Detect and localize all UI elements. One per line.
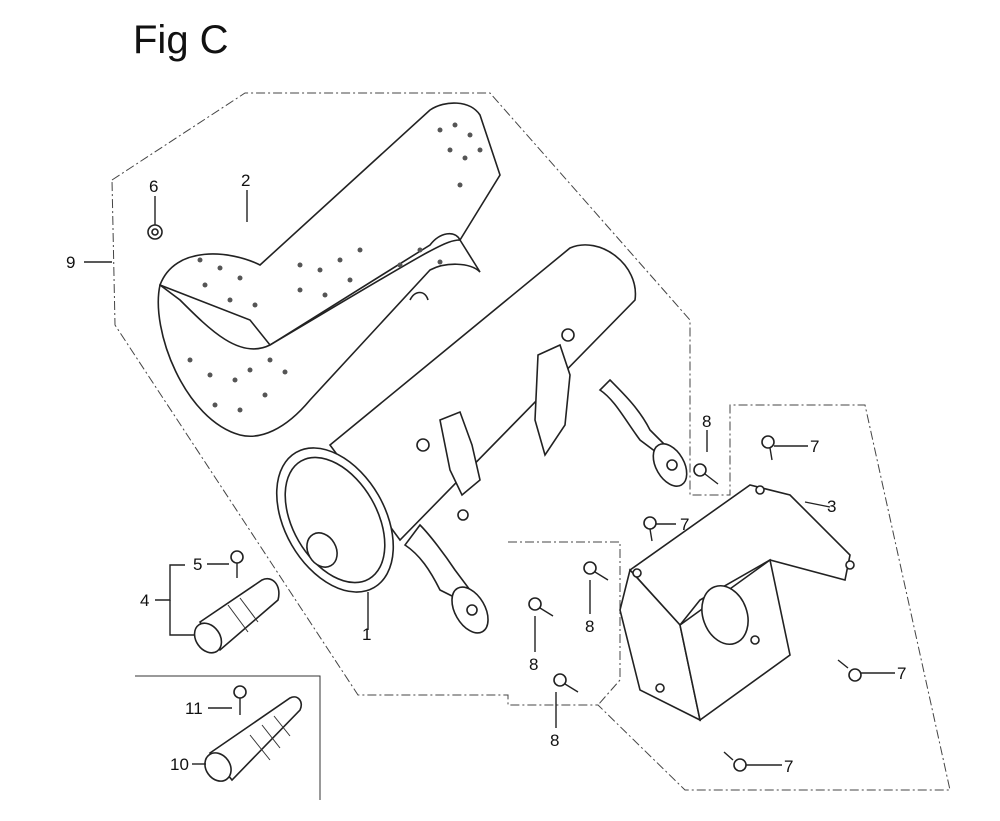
bolt-7c (837, 659, 862, 682)
callout-8a: 8 (702, 412, 711, 431)
spark-arrester-group-boundary (135, 675, 321, 800)
callout-5: 5 (193, 555, 202, 574)
muffler-bracket (619, 484, 855, 722)
bolt-7a (761, 435, 775, 461)
callout-9: 9 (66, 253, 75, 272)
callout-8c: 8 (529, 655, 538, 674)
figure-title: Fig C (133, 18, 229, 62)
callout-8b: 8 (585, 617, 594, 636)
callout-7a: 7 (810, 437, 819, 456)
bolt-8b (583, 561, 609, 581)
callout-4: 4 (140, 591, 149, 610)
spark-arrester (204, 696, 303, 782)
bolt-8a (693, 463, 719, 485)
screw-5 (230, 550, 244, 578)
leader-lines (84, 190, 895, 766)
callout-2: 2 (241, 171, 250, 190)
tail-pipe (193, 578, 280, 654)
heat-shield-perforations (187, 122, 483, 413)
callout-11: 11 (185, 699, 203, 718)
bolt-7b (643, 516, 657, 542)
bolt-8c (528, 597, 554, 617)
heat-shield (157, 102, 501, 437)
bolt-8d (553, 673, 579, 693)
assembly-9-boundary (111, 92, 951, 791)
callout-7c: 7 (897, 664, 906, 683)
bolt-7d (723, 751, 747, 772)
callout-7d: 7 (784, 757, 793, 776)
callout-1: 1 (362, 625, 371, 644)
screw-11 (233, 685, 247, 715)
callout-7b: 7 (680, 515, 689, 534)
callout-6: 6 (149, 177, 158, 196)
callout-8d: 8 (550, 731, 559, 750)
callout-3: 3 (827, 497, 836, 516)
screw-6 (147, 224, 163, 240)
callout-10: 10 (170, 755, 189, 774)
muffler (275, 244, 688, 634)
bracket-group-boundary (508, 541, 621, 706)
